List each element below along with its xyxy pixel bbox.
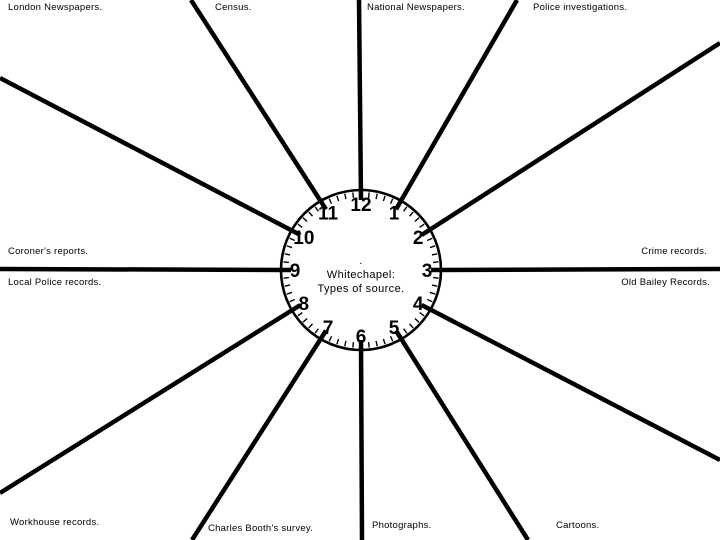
clock-minute-tick [431,284,438,287]
radial-line-7 [190,329,328,540]
label-old-bailey-records: Old Bailey Records. [621,277,710,288]
clock-center-line1: Whitechapel: [326,269,396,281]
clock-face-rim [279,188,443,352]
clock-minute-tick [314,328,319,334]
radial-line-4 [420,303,720,462]
clock-minute-tick [414,317,420,323]
label-coroners-reports: Coroner's reports. [8,246,89,257]
clock-minute-tick [321,202,326,208]
clock-minute-tick [375,193,378,200]
clock-minute-tick [321,332,326,338]
clock-number-12: 12 [350,195,371,216]
clock-minute-tick [431,253,438,256]
clock-minute-tick [286,291,293,295]
clock-minute-tick [382,195,386,202]
clock-minute-tick [419,312,425,317]
clock-center-dot: . [359,255,363,267]
clock-center-title: . Whitechapel: Types of source. [317,254,404,296]
clock-minute-tick [284,253,291,256]
clock-number-4: 4 [413,294,424,315]
radial-line-3 [430,266,720,273]
clock-minute-tick [419,223,425,228]
clock-number-9: 9 [290,261,301,282]
radial-line-2 [420,41,720,237]
clock-minute-tick [302,317,308,323]
clock-number-8: 8 [299,294,310,315]
clock-minute-tick [433,261,439,264]
clock-minute-tick [382,338,386,345]
label-police-investigations: Police investigations. [533,2,628,13]
clock-minute-tick [396,332,401,338]
clock-minute-tick [389,335,394,342]
clock-minute-tick [297,223,303,228]
label-cartoons: Cartoons. [556,520,600,531]
clock-face-fill [281,190,441,350]
clock-number-5: 5 [389,318,400,339]
clock-minute-tick [367,192,370,198]
clock-minute-tick [336,338,340,345]
clock-minute-tick [426,237,433,242]
radial-line-8 [0,303,302,495]
clock-minute-tick [426,298,433,303]
clock-minute-tick [308,323,314,329]
label-census: Census. [215,2,252,13]
clock-minute-tick [308,211,314,217]
clock-number-2: 2 [413,228,424,249]
label-crime-records: Crime records. [641,246,707,257]
clock-number-11: 11 [318,204,339,225]
radial-line-12 [356,0,364,201]
clock-number-10: 10 [293,228,314,249]
clock-minute-tick [336,195,340,202]
radial-line-1 [394,0,519,211]
label-local-police-records: Local Police records. [8,277,102,288]
label-national-newspapers: National Newspapers. [367,2,465,13]
radial-line-6 [358,339,365,540]
clock-minute-tick [344,340,347,347]
clock-number-7: 7 [323,318,334,339]
clock-minute-tick [414,217,420,223]
clock-minute-tick [408,323,414,329]
clock-minute-tick [352,192,355,198]
clock-minute-tick [328,198,333,205]
radial-line-11 [189,0,328,211]
clock-minute-tick [344,193,347,200]
clock-number-1: 1 [389,204,400,225]
clock-minute-tick [297,312,303,317]
clock-minute-tick [314,206,319,212]
clock-minute-tick [293,305,299,310]
clock-minute-tick [403,328,408,334]
clock-minute-tick [352,342,355,348]
clock-center-line2: Types of source. [317,283,405,295]
clock-minute-tick [389,198,394,205]
clock-minute-tick [286,245,293,249]
clock-minute-tick [423,230,429,235]
radial-line-5 [394,329,530,540]
clock-minute-tick [283,261,289,264]
clock-minute-tick [283,276,289,279]
label-photographs: Photographs. [372,520,432,531]
clock-minute-tick [367,342,370,348]
clock-number-3: 3 [422,261,433,282]
label-charles-booths-survey: Charles Booth's survey. [208,523,314,534]
clock-minute-tick [423,305,429,310]
clock-minute-tick [293,230,299,235]
clock-minute-tick [429,245,436,249]
radial-line-10 [0,76,302,237]
radial-line-9 [0,266,292,273]
clock-minute-tick [433,276,439,279]
clock-minute-tick [375,340,378,347]
clock-minute-tick [396,202,401,208]
clock-minute-tick [289,237,296,242]
label-london-newspapers: London Newspapers. [8,2,103,13]
clock-minute-tick [403,206,408,212]
clock-number-6: 6 [356,327,367,348]
clock-minute-tick [408,211,414,217]
clock-minute-tick [328,335,333,342]
clock-minute-tick [429,291,436,295]
clock-minute-tick [302,217,308,223]
label-workhouse-records: Workhouse records. [10,517,100,528]
clock-minute-tick [289,298,296,303]
clock-minute-tick [284,284,291,287]
